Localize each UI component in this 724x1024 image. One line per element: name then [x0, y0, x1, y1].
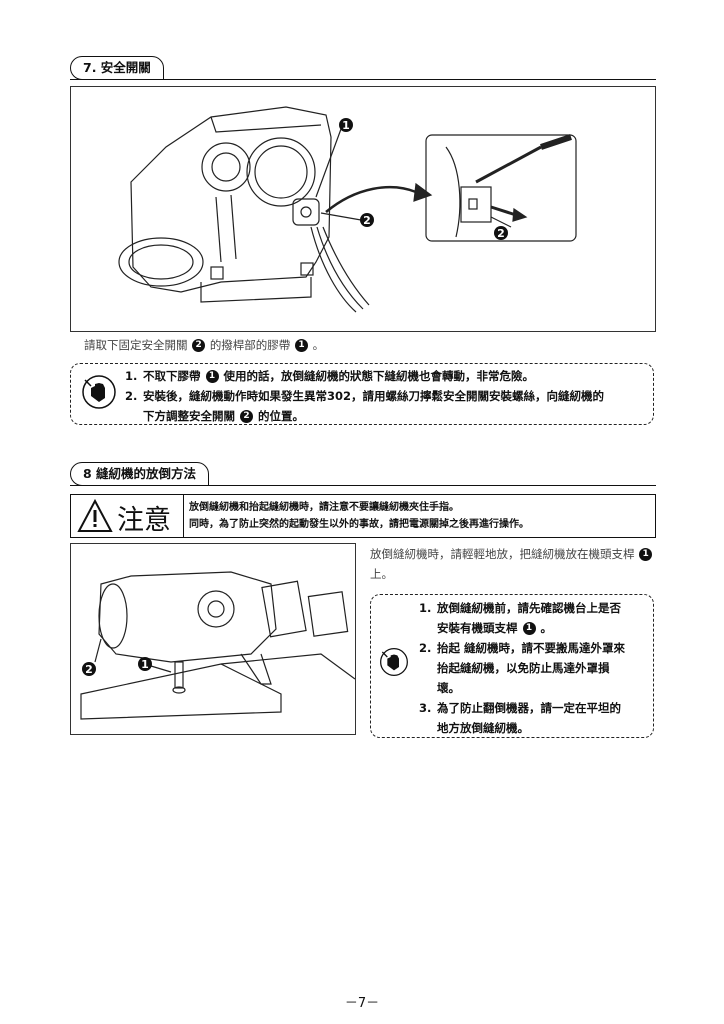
description-text: 放倒縫紉機時，請輕輕地放，把縫紉機放在機頭支桿 [370, 547, 635, 561]
caption-part-3: 。 [312, 338, 325, 352]
section-8-description: 放倒縫紉機時，請輕輕地放，把縫紉機放在機頭支桿 1 上。 [370, 544, 660, 584]
section-7-warning-box: 1. 不取下膠帶 1 使用的話，放倒縫紉機的狀態下縫紉機也會轉動，非常危險。 2… [70, 363, 654, 425]
warning-number: 2. [419, 641, 432, 655]
callout-2-marker [360, 213, 374, 227]
hand-warning-icon [380, 648, 408, 676]
caution-word: 注意 [117, 505, 171, 536]
section-8-warning-box: 1. 放倒縫紉機前，請先確認機台上是否 安裝有機頭支桿 1 。 2. 抬起 縫紉… [370, 594, 654, 738]
warning-text: 不取下膠帶 [143, 369, 201, 383]
section-7-header: 7. 安全開關 [70, 56, 656, 80]
sewing-machine-illustration: 1 2 2 [118, 106, 577, 313]
caution-box: 注意 放倒縫紉機和抬起縫紉機時，請注意不要讓縫紉機夾住手指。 同時，為了防止突然… [70, 494, 656, 538]
warning-text: 安裝有機頭支桿 [437, 621, 518, 635]
bullet-2: 2 [240, 410, 254, 423]
page-number: －7－ [344, 996, 380, 1011]
section-7-caption: 請取下固定安全開關 2 的撥桿部的膠帶 1 。 [84, 334, 324, 356]
warning-item: 2. 抬起 縫紉機時，請不要搬馬達外罩來 抬起縫紉機，以免防止馬達外罩損 壞。 [419, 638, 649, 698]
machine-tilted-illustration: 1 2 [80, 571, 356, 720]
bullet-1: 1 [522, 622, 536, 635]
section-8-title: 8 縫紉機的放倒方法 [70, 462, 210, 486]
caption-part-1: 請取下固定安全開關 [84, 338, 188, 352]
warning-text: 。 [540, 621, 553, 635]
bullet-2: 2 [192, 339, 206, 352]
bullet-1: 1 [294, 339, 308, 352]
callout-2-label: 2 [363, 214, 371, 227]
section-8-warning-list: 1. 放倒縫紉機前，請先確認機台上是否 安裝有機頭支桿 1 。 2. 抬起 縫紉… [419, 598, 649, 738]
warning-number: 1. [419, 601, 432, 615]
warning-text: 抬起縫紉機，以免防止馬達外罩損 [437, 661, 610, 675]
warning-item: 1. 不取下膠帶 1 使用的話，放倒縫紉機的狀態下縫紉機也會轉動，非常危險。 [125, 366, 645, 386]
caution-label-cell: 注意 [71, 495, 184, 537]
warning-text: 使用的話，放倒縫紉機的狀態下縫紉機也會轉動，非常危險。 [223, 369, 535, 383]
warning-text: 抬起 縫紉機時，請不要搬馬達外罩來 [437, 641, 626, 655]
section-8-rule [70, 485, 656, 486]
warning-number: 1. [125, 369, 138, 383]
callout-1-marker [339, 118, 353, 132]
callout-1-label: 1 [141, 658, 149, 671]
warning-text: 下方調整安全開關 [143, 409, 236, 423]
caption-part-2: 的撥桿部的膠帶 [209, 338, 291, 352]
bullet-1: 1 [639, 548, 653, 561]
caution-line: 放倒縫紉機和抬起縫紉機時，請注意不要讓縫紉機夾住手指。 [189, 502, 459, 513]
callout-2-inset-label: 2 [497, 227, 505, 240]
section-7-rule [70, 79, 656, 80]
callout-1-label: 1 [342, 119, 350, 132]
warning-text: 放倒縫紉機前，請先確認機台上是否 [437, 601, 622, 615]
warning-item: 2. 安裝後，縫紉機動作時如果發生異常302，請用螺絲刀擰鬆安全開關安裝螺絲，向… [125, 386, 645, 426]
section-8-header: 8 縫紉機的放倒方法 [70, 462, 656, 486]
warning-number: 2. [125, 389, 138, 403]
tilt-machine-figure: 1 2 [70, 543, 356, 735]
warning-text: 安裝後，縫紉機動作時如果發生異常302，請用螺絲刀擰鬆安全開關安裝螺絲，向縫紉機… [143, 389, 605, 403]
section-7-title: 7. 安全開關 [70, 56, 164, 80]
warning-text: 壞。 [437, 681, 461, 695]
callout-2-label: 2 [85, 663, 93, 676]
callout-2-inset-marker [494, 226, 508, 240]
warning-item: 1. 放倒縫紉機前，請先確認機台上是否 安裝有機頭支桿 1 。 [419, 598, 649, 638]
warning-item: 3. 為了防止翻倒機器，請一定在平坦的 地方放倒縫紉機。 [419, 698, 649, 738]
warning-text: 地方放倒縫紉機。 [437, 721, 530, 735]
section-7-warning-list: 1. 不取下膠帶 1 使用的話，放倒縫紉機的狀態下縫紉機也會轉動，非常危險。 2… [125, 366, 645, 426]
warning-number: 3. [419, 701, 432, 715]
warning-triangle-icon [77, 499, 113, 532]
caution-line: 同時，為了防止突然的起動發生以外的事故，請把電源關掉之後再進行操作。 [189, 519, 529, 530]
description-text: 上。 [370, 567, 393, 581]
callout-2-marker [82, 662, 96, 676]
caution-text: 放倒縫紉機和抬起縫紉機時，請注意不要讓縫紉機夾住手指。 同時，為了防止突然的起動… [189, 499, 529, 533]
safety-switch-figure: 1 2 2 [70, 86, 656, 332]
hand-warning-icon [82, 375, 116, 409]
bullet-1: 1 [205, 370, 219, 383]
warning-text: 的位置。 [258, 409, 305, 423]
callout-1-marker [138, 657, 152, 671]
warning-text: 為了防止翻倒機器，請一定在平坦的 [437, 701, 622, 715]
